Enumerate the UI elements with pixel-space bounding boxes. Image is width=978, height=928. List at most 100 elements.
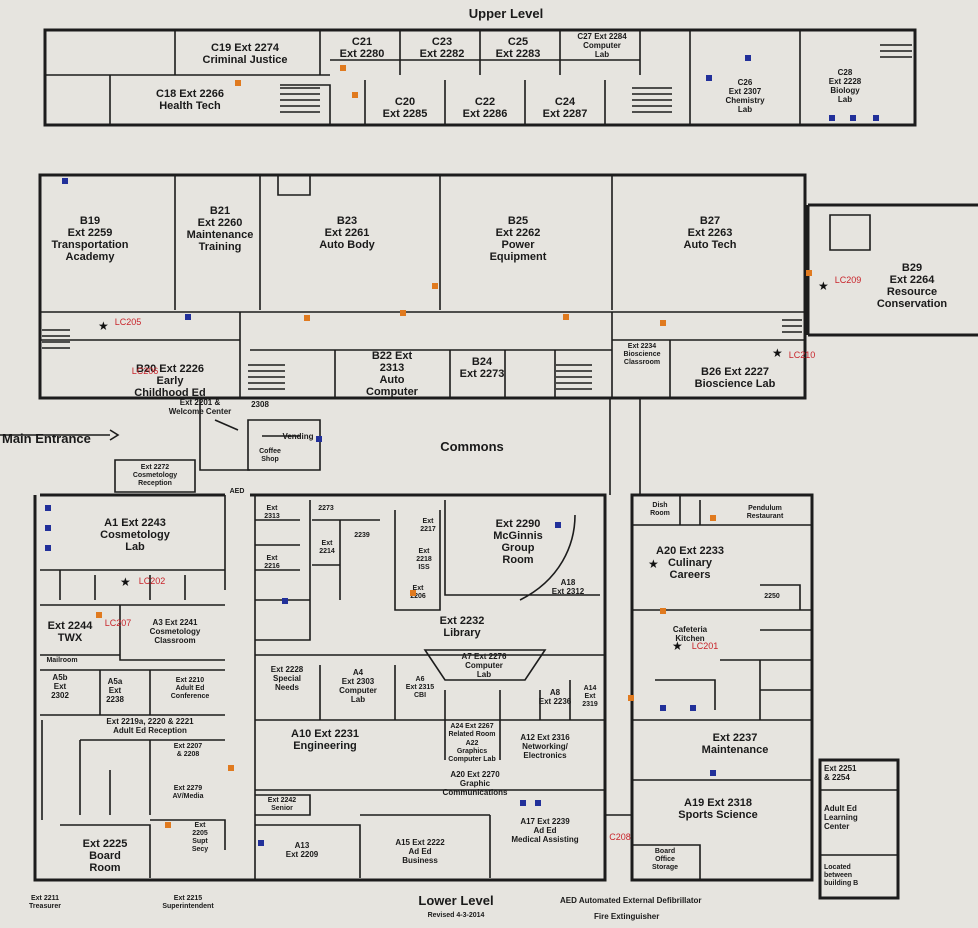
equipment-marker-icon <box>873 115 879 121</box>
room-c22: C22 Ext 2286 <box>462 96 508 120</box>
room-c27: C27 Ext 2284 Computer Lab <box>577 32 627 59</box>
aed-lc209: LC209 <box>834 275 862 285</box>
equipment-marker-icon <box>660 705 666 711</box>
room-c28: C28 Ext 2228 Biology Lab <box>828 68 862 104</box>
aed-star-icon: ★ <box>818 279 829 293</box>
equipment-marker-icon <box>282 598 288 604</box>
room-c23: C23 Ext 2282 <box>419 36 465 60</box>
revised-date: Revised 4-3-2014 <box>427 912 485 919</box>
room-board: Ext 2225 Board Room <box>82 838 128 874</box>
equipment-marker-icon <box>850 115 856 121</box>
room-a19: A19 Ext 2318 Sports Science <box>678 797 758 821</box>
equipment-marker-icon <box>316 436 322 442</box>
room-a6: A6 Ext 2315 CBI <box>405 676 435 699</box>
room-b20: B20 Ext 2226 Early Childhood Ed <box>134 363 206 399</box>
room-2207: Ext 2207 & 2208 <box>173 743 203 758</box>
room-a18: A18 Ext 2312 <box>551 578 585 596</box>
room-b29: B29 Ext 2264 Resource Conservation <box>876 262 948 310</box>
aed-star-icon: ★ <box>98 319 109 333</box>
adult-ed-learning-center: Adult Ed Learning Center <box>824 804 858 831</box>
office-2214: Ext 2214 <box>319 540 335 555</box>
fire-extinguisher-icon <box>352 92 358 98</box>
aed-star-icon: ★ <box>120 575 131 589</box>
aed-star-icon: ★ <box>772 346 783 360</box>
room-related: A24 Ext 2267 Related Room <box>448 723 496 738</box>
aed-star-icon: ★ <box>648 557 659 571</box>
room-a4: A4 Ext 2303 Computer Lab <box>339 668 377 704</box>
fire-extinguisher-icon <box>660 320 666 326</box>
aed-c208: C208 <box>609 832 631 842</box>
room-supt-secy: Ext 2205 Supt Secy <box>191 822 209 853</box>
coffee-shop: Coffee Shop <box>259 448 281 463</box>
room-b25: B25 Ext 2262 Power Equipment <box>489 215 547 263</box>
room-b21: B21 Ext 2260 Maintenance Training <box>186 205 254 253</box>
office-2216: Ext 2216 <box>264 555 280 570</box>
room-a22: A22 Graphics Computer Lab <box>448 740 496 763</box>
room-special-needs: Ext 2228 Special Needs <box>270 665 304 692</box>
pendulum-restaurant: Pendulum Restaurant <box>746 505 784 520</box>
room-b22: B22 Ext 2313 Auto Computer <box>366 350 418 398</box>
office-2273: 2273 <box>318 505 334 512</box>
room-c20: C20 Ext 2285 <box>382 96 428 120</box>
room-a1: A1 Ext 2243 Cosmetology Lab <box>100 517 170 553</box>
commons-label: Commons <box>440 439 504 454</box>
equipment-marker-icon <box>706 75 712 81</box>
room-b23: B23 Ext 2261 Auto Body <box>319 215 375 251</box>
fire-extinguisher-icon <box>340 65 346 71</box>
room-c26: C26 Ext 2307 Chemistry Lab <box>725 78 765 114</box>
room-c25: C25 Ext 2283 <box>495 36 541 60</box>
fire-extinguisher-icon <box>228 765 234 771</box>
room-c19: C19 Ext 2274 Criminal Justice <box>202 42 288 66</box>
fire-extinguisher-icon <box>563 314 569 320</box>
room-a14: A14 Ext 2319 <box>582 685 598 708</box>
equipment-marker-icon <box>185 314 191 320</box>
room-2308: 2308 <box>251 400 269 409</box>
adult-ed-ext: Ext 2251 & 2254 <box>824 764 857 782</box>
equipment-marker-icon <box>829 115 835 121</box>
office-2218: Ext 2218 ISS <box>416 548 432 571</box>
room-superintendent: Ext 2215 Superintendent <box>162 895 214 910</box>
room-c21: C21 Ext 2280 <box>339 36 385 60</box>
room-a7: A7 Ext 2276 Computer Lab <box>461 652 507 679</box>
office-2206: Ext 2206 <box>410 585 426 600</box>
fire-extinguisher-icon <box>96 612 102 618</box>
equipment-marker-icon <box>45 525 51 531</box>
fire-extinguisher-icon <box>410 590 416 596</box>
welcome-center: Ext 2201 & Welcome Center <box>168 398 232 416</box>
room-dish: Dish Room <box>650 502 670 517</box>
fire-extinguisher-icon <box>165 822 171 828</box>
room-a17: A17 Ext 2239 Ad Ed Medical Assisting <box>511 817 579 844</box>
board-office-storage: Board Office Storage <box>651 848 679 871</box>
office-2217: Ext 2217 <box>420 518 436 533</box>
aed-lc207: LC207 <box>104 618 132 628</box>
room-a5b: A5b Ext 2302 <box>51 673 69 700</box>
equipment-marker-icon <box>710 770 716 776</box>
room-twx: Ext 2244 TWX <box>47 620 93 644</box>
office-2313: Ext 2313 <box>264 505 280 520</box>
room-a3: A3 Ext 2241 Cosmetology Classroom <box>149 618 201 645</box>
legend-aed: AED Automated External Defibrillator <box>560 896 702 905</box>
aed-lc205: LC205 <box>114 317 142 327</box>
room-a5a: A5a Ext 2238 <box>106 677 124 704</box>
lower-level-title: Lower Level <box>418 893 494 908</box>
office-2239: 2239 <box>354 532 370 539</box>
upper-level-title: Upper Level <box>468 6 544 21</box>
fire-extinguisher-icon <box>660 608 666 614</box>
room-a8: A8 Ext 2236 <box>538 688 572 706</box>
cosmetology-reception: Ext 2272 Cosmetology Reception <box>132 464 178 487</box>
fire-extinguisher-icon <box>710 515 716 521</box>
adult-ed-reception: Ext 2219a, 2220 & 2221 Adult Ed Receptio… <box>106 717 194 735</box>
room-bio-classroom: Ext 2234 Bioscience Classroom <box>623 343 661 366</box>
fire-extinguisher-icon <box>806 270 812 276</box>
room-a13: A13 Ext 2209 <box>285 841 319 859</box>
room-c24: C24 Ext 2287 <box>542 96 588 120</box>
fire-extinguisher-icon <box>304 315 310 321</box>
aed-lc201: LC201 <box>691 641 719 651</box>
room-a12: A12 Ext 2316 Networking/ Electronics <box>520 733 570 760</box>
equipment-marker-icon <box>535 800 541 806</box>
room-a15: A15 Ext 2222 Ad Ed Business <box>395 838 445 865</box>
room-treasurer: Ext 2211 Treasurer <box>29 895 61 910</box>
aed-lc202: LC202 <box>138 576 166 586</box>
room-maintenance: Ext 2237 Maintenance <box>701 732 769 756</box>
